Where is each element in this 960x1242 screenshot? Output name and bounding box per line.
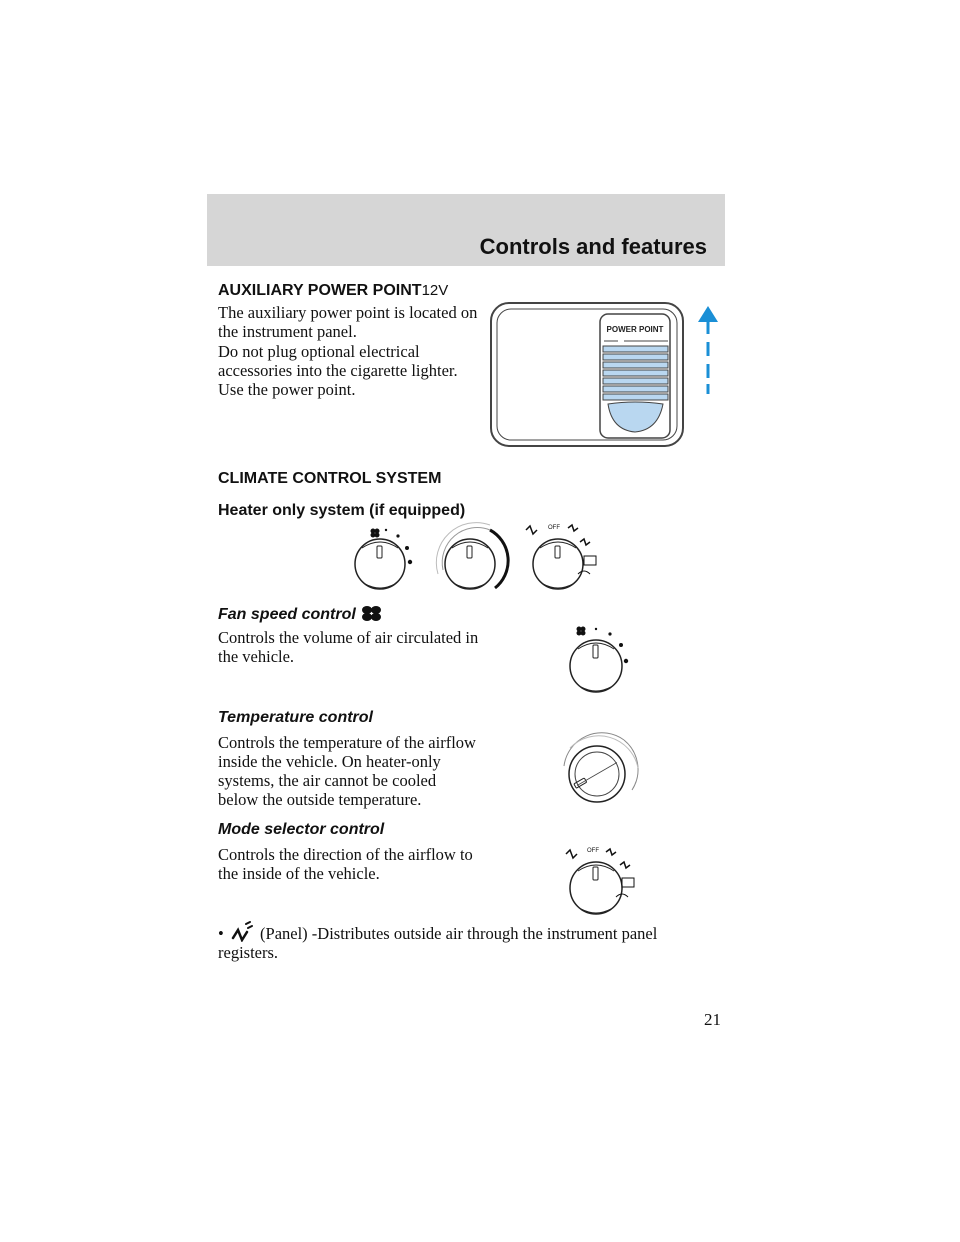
power-point-heading-suffix: 12V xyxy=(421,282,449,299)
mode-off-label: OFF xyxy=(587,848,599,854)
fan-knob-illustration xyxy=(569,626,629,693)
mode-knob-small: OFF xyxy=(525,523,597,590)
temperature-knob-small xyxy=(435,522,510,590)
power-point-para-2: Do not plug optional electrical accessor… xyxy=(218,342,458,399)
bullet-marker: • xyxy=(218,924,224,943)
climate-subheading: Heater only system (if equipped) xyxy=(218,502,466,519)
page-number: 21 xyxy=(704,1010,721,1029)
power-point-heading: AUXILIARY POWER POINT12V xyxy=(218,282,449,299)
floor-defrost-icon xyxy=(621,877,635,888)
fan-speed-text: Controls the volume of air circulated in… xyxy=(218,628,479,666)
panel-floor-icon xyxy=(567,523,579,533)
climate-heading: CLIMATE CONTROL SYSTEM xyxy=(218,470,442,487)
panel-floor-icon xyxy=(605,847,617,857)
mode-off-label-small: OFF xyxy=(548,525,560,531)
temperature-text: Controls the temperature of the airflow … xyxy=(218,733,476,809)
panel-icon xyxy=(525,524,538,536)
power-point-para-1: The auxiliary power point is located on … xyxy=(218,303,478,341)
mode-heading: Mode selector control xyxy=(218,821,385,838)
floor-defrost-icon xyxy=(583,555,597,566)
panel-bullet-item: • (Panel) -Distributes outside air throu… xyxy=(218,920,708,962)
power-point-figure-label: POWER POINT xyxy=(607,325,664,334)
floor-icon xyxy=(579,537,591,547)
temperature-heading: Temperature control xyxy=(218,709,373,726)
panel-bullet-text: (Panel) -Distributes outside air through… xyxy=(218,924,658,962)
section-header-band: Controls and features xyxy=(207,194,725,266)
fan-icon xyxy=(362,606,382,621)
mode-knob-illustration: OFF xyxy=(565,847,635,915)
panel-icon xyxy=(565,848,578,860)
defrost-icon xyxy=(615,893,629,898)
climate-control-panel-illustration: OFF xyxy=(354,522,597,590)
panel-icon xyxy=(231,921,253,943)
fan-speed-heading: Fan speed control xyxy=(218,604,382,624)
fan-icon xyxy=(576,626,586,636)
mode-text: Controls the direction of the airflow to… xyxy=(218,845,473,883)
temperature-knob-illustration xyxy=(563,732,639,803)
defrost-icon xyxy=(577,570,591,575)
section-title: Controls and features xyxy=(479,234,707,259)
up-arrow-icon xyxy=(698,306,718,394)
power-point-illustration: POWER POINT xyxy=(490,302,684,447)
fan-icon xyxy=(370,528,380,538)
floor-icon xyxy=(619,860,631,870)
fan-knob-small xyxy=(354,528,413,590)
